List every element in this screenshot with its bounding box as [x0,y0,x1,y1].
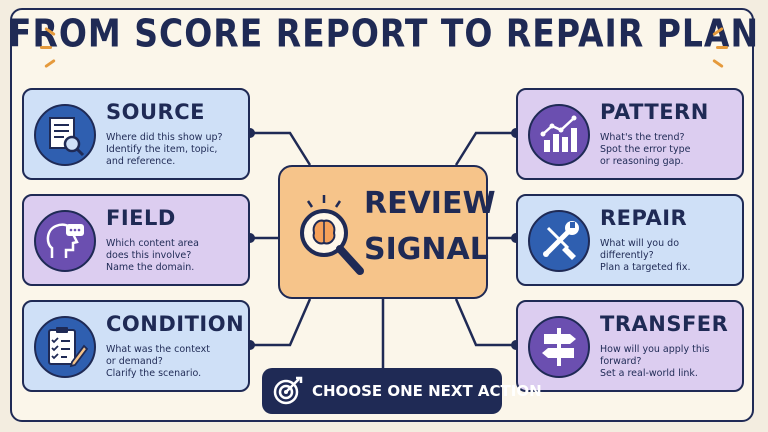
card-source: SOURCE Where did this show up? Identify … [22,88,250,180]
target-arrow-icon [273,376,303,405]
document-magnifier-icon [49,117,85,157]
card-description: What will you do differently? Plan a tar… [600,238,691,273]
page-title: FROM SCORE REPORT TO REPAIR PLAN [8,11,760,56]
review-signal-hub: REVIEW SIGNAL [278,165,496,299]
signpost-icon [542,328,576,366]
card-title: FIELD [106,206,176,230]
condition-icon-badge [34,316,96,378]
brain-magnifier-icon [300,195,364,275]
head-speech-icon [46,223,84,258]
card-title: TRANSFER [600,312,729,336]
card-title: SOURCE [106,100,205,124]
source-icon-badge [34,104,96,166]
card-pattern: PATTERN What's the trend? Spot the error… [516,88,744,180]
choose-next-action-banner: CHOOSE ONE NEXT ACTION [262,368,542,414]
wrench-screwdriver-icon [543,221,579,260]
card-description: What was the context or demand? Clarify … [106,344,210,379]
clipboard-checklist-icon [48,327,89,368]
card-title: REPAIR [600,206,688,230]
repair-icon-badge [528,210,590,272]
card-condition: CONDITION What was the context or demand… [22,300,250,392]
decor-spark [40,46,52,49]
pattern-icon-badge [528,104,590,166]
card-description: Where did this show up? Identify the ite… [106,132,223,167]
card-description: Which content area does this involve? Na… [106,238,199,273]
field-icon-badge [34,210,96,272]
card-description: How will you apply this forward? Set a r… [600,344,710,379]
card-title: CONDITION [106,312,245,336]
hub-label: REVIEW SIGNAL [364,186,496,267]
card-transfer: TRANSFER How will you apply this forward… [516,300,744,392]
card-description: What's the trend? Spot the error type or… [600,132,691,167]
card-repair: REPAIR What will you do differently? Pla… [516,194,744,286]
action-label: CHOOSE ONE NEXT ACTION [312,382,542,400]
card-title: PATTERN [600,100,709,124]
bar-chart-trend-icon [540,115,577,152]
decor-spark [716,46,728,49]
transfer-icon-badge [528,316,590,378]
card-field: FIELD Which content area does this invol… [22,194,250,286]
